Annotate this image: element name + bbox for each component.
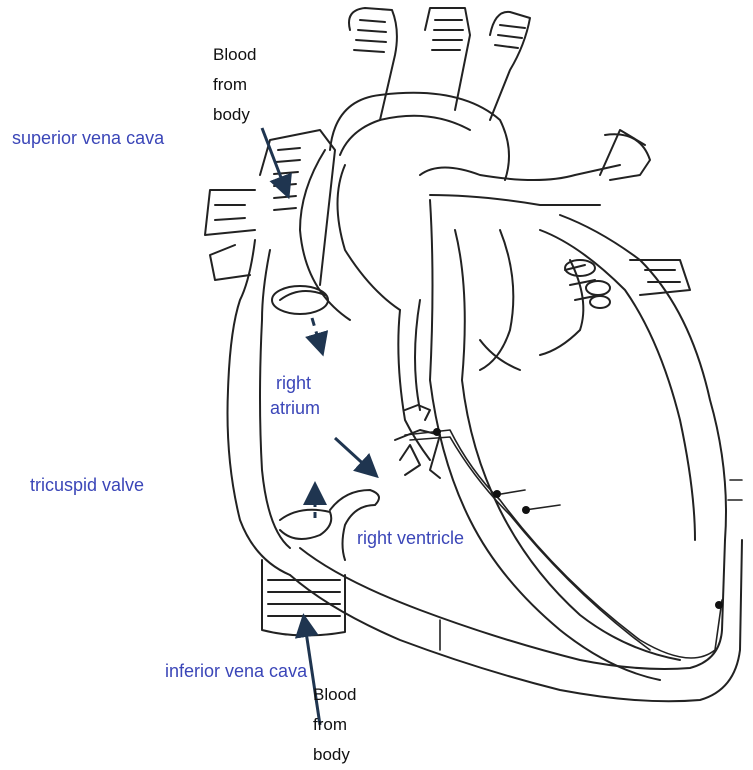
aortic-branches (349, 8, 530, 120)
annotation-top-line2: from (213, 70, 273, 100)
conduction-nodes (433, 428, 723, 609)
aortic-arch (300, 93, 650, 320)
label-superior-vena-cava: superior vena cava (12, 128, 164, 148)
annotation-bottom-line3: body (313, 740, 373, 770)
label-right-atrium-line2: atrium (270, 398, 320, 418)
annotation-top-line3: body (213, 100, 273, 130)
tricuspid-valve-shape (272, 286, 379, 560)
annotation-blood-from-body-bottom: Blood from body (313, 680, 373, 770)
annotation-blood-from-body-top: Blood from body (213, 40, 273, 130)
label-inferior-vena-cava: inferior vena cava (165, 661, 307, 681)
superior-vena-cava-vessel (205, 130, 335, 285)
annotation-bottom-line1: Blood (313, 680, 373, 710)
label-tricuspid-valve: tricuspid valve (30, 475, 144, 495)
label-right-ventricle: right ventricle (357, 528, 464, 548)
annotation-bottom-line2: from (313, 710, 373, 740)
septum (395, 300, 440, 478)
flow-arrow-to-ventricle (335, 438, 370, 470)
inferior-vena-cava-vessel (262, 560, 345, 636)
label-right-atrium-line1: right (276, 373, 311, 393)
flow-arrow-atrium (312, 318, 320, 345)
left-heart-wall (430, 200, 726, 680)
annotation-top-line1: Blood (213, 40, 273, 70)
